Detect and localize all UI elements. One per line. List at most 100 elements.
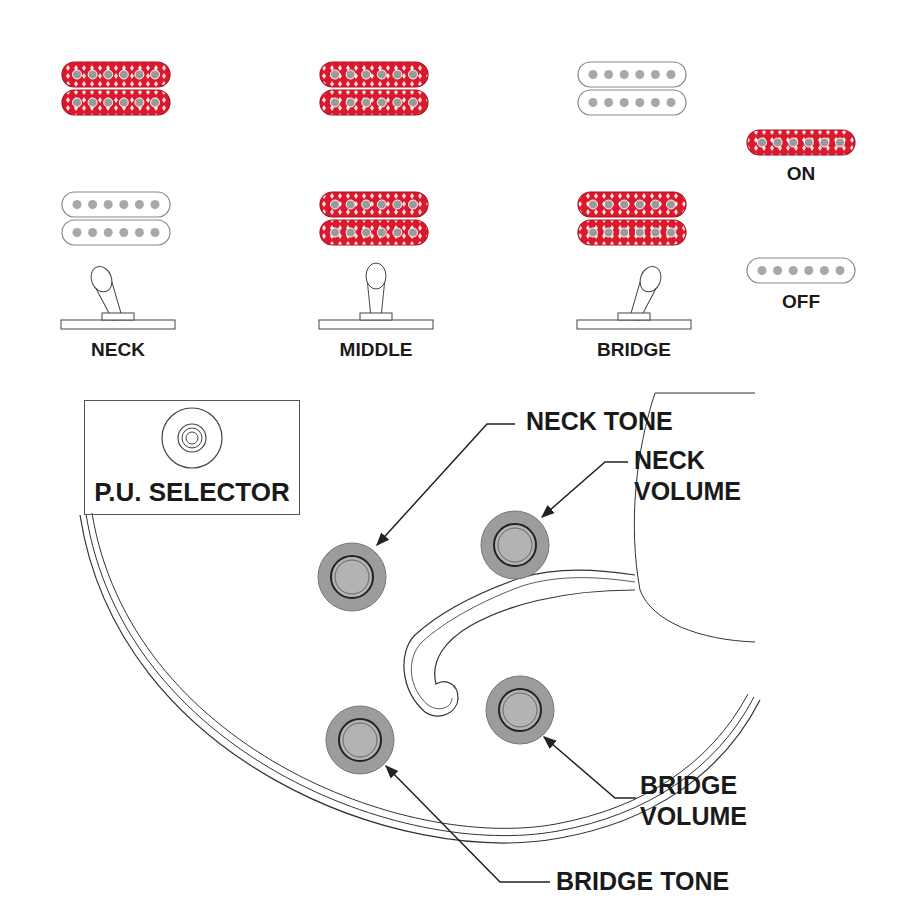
coil-body	[320, 192, 428, 217]
coil-on	[747, 130, 855, 155]
pole-piece	[88, 228, 97, 237]
pole-piece	[409, 200, 418, 209]
pole-piece	[651, 228, 660, 237]
coil-body	[320, 62, 428, 87]
leader-line	[544, 737, 636, 798]
pole-piece	[73, 228, 82, 237]
leader-line	[542, 462, 628, 517]
part-label: BRIDGE VOLUME	[640, 770, 780, 833]
coil-body	[62, 90, 170, 115]
coil-body	[62, 62, 170, 87]
pole-piece	[604, 98, 613, 107]
jack-ring	[178, 424, 206, 452]
switch-nut	[102, 313, 134, 320]
part-label: NECK	[91, 338, 145, 362]
pole-piece	[393, 98, 402, 107]
pole-piece	[409, 98, 418, 107]
pole-piece	[393, 228, 402, 237]
pole-piece	[804, 266, 813, 275]
switch-nut	[360, 313, 392, 320]
pole-piece	[346, 70, 355, 79]
jack-outer	[162, 408, 222, 468]
pole-piece	[346, 228, 355, 237]
coil-on	[578, 220, 686, 245]
pole-piece	[589, 200, 598, 209]
pole-piece	[667, 200, 676, 209]
pickup-group	[62, 62, 855, 283]
pole-piece	[758, 138, 767, 147]
knob	[486, 676, 554, 744]
pole-piece	[789, 266, 798, 275]
pole-piece	[88, 200, 97, 209]
jack-hole	[186, 432, 198, 444]
knob	[318, 543, 386, 611]
coil-body	[62, 220, 170, 245]
pole-piece	[620, 70, 629, 79]
pole-piece	[635, 228, 644, 237]
part-label: OFF	[782, 290, 820, 314]
knob-group	[318, 511, 554, 774]
pole-piece	[135, 70, 144, 79]
pole-piece	[836, 138, 845, 147]
pole-piece	[362, 228, 371, 237]
leader-line	[377, 424, 515, 545]
coil-body	[578, 62, 686, 87]
pole-piece	[362, 200, 371, 209]
knob	[326, 706, 394, 774]
pole-piece	[151, 98, 160, 107]
pole-piece	[88, 70, 97, 79]
leader-group	[377, 424, 636, 882]
coil-on	[578, 192, 686, 217]
part-label: BRIDGE	[597, 338, 671, 362]
pole-piece	[635, 70, 644, 79]
pole-piece	[667, 70, 676, 79]
coil-body	[578, 220, 686, 245]
pole-piece	[73, 98, 82, 107]
pole-piece	[104, 70, 113, 79]
knob-cap	[339, 719, 381, 761]
pole-piece	[789, 138, 798, 147]
pole-piece	[346, 98, 355, 107]
part-label: NECK VOLUME	[634, 445, 754, 508]
pole-piece	[104, 200, 113, 209]
pole-piece	[362, 98, 371, 107]
pole-piece	[73, 70, 82, 79]
coil-off	[578, 90, 686, 115]
pole-piece	[377, 200, 386, 209]
pole-piece	[377, 70, 386, 79]
pole-piece	[589, 98, 598, 107]
coil-on	[62, 62, 170, 87]
pole-piece	[409, 70, 418, 79]
pole-piece	[820, 266, 829, 275]
coil-body	[320, 90, 428, 115]
switch-plate	[577, 320, 691, 329]
pole-piece	[620, 200, 629, 209]
pole-piece	[651, 70, 660, 79]
pole-piece	[151, 228, 160, 237]
pole-piece	[331, 98, 340, 107]
pole-piece	[589, 70, 598, 79]
pole-piece	[331, 228, 340, 237]
pole-piece	[119, 200, 128, 209]
coil-body	[578, 90, 686, 115]
coil-off	[578, 62, 686, 87]
coil-on	[320, 90, 428, 115]
pole-piece	[836, 266, 845, 275]
pole-piece	[119, 98, 128, 107]
pole-piece	[151, 200, 160, 209]
pole-piece	[135, 200, 144, 209]
switch-plate	[61, 320, 175, 329]
coil-on	[62, 90, 170, 115]
pole-piece	[73, 200, 82, 209]
coil-body	[62, 192, 170, 217]
part-label: ON	[787, 162, 816, 186]
leader-line	[386, 766, 550, 882]
knob-cap	[331, 556, 373, 598]
coil-on	[320, 220, 428, 245]
coil-off	[62, 220, 170, 245]
coil-off	[747, 258, 855, 283]
toggle-switch	[319, 263, 433, 329]
selector-box: P.U. SELECTOR	[84, 400, 300, 515]
